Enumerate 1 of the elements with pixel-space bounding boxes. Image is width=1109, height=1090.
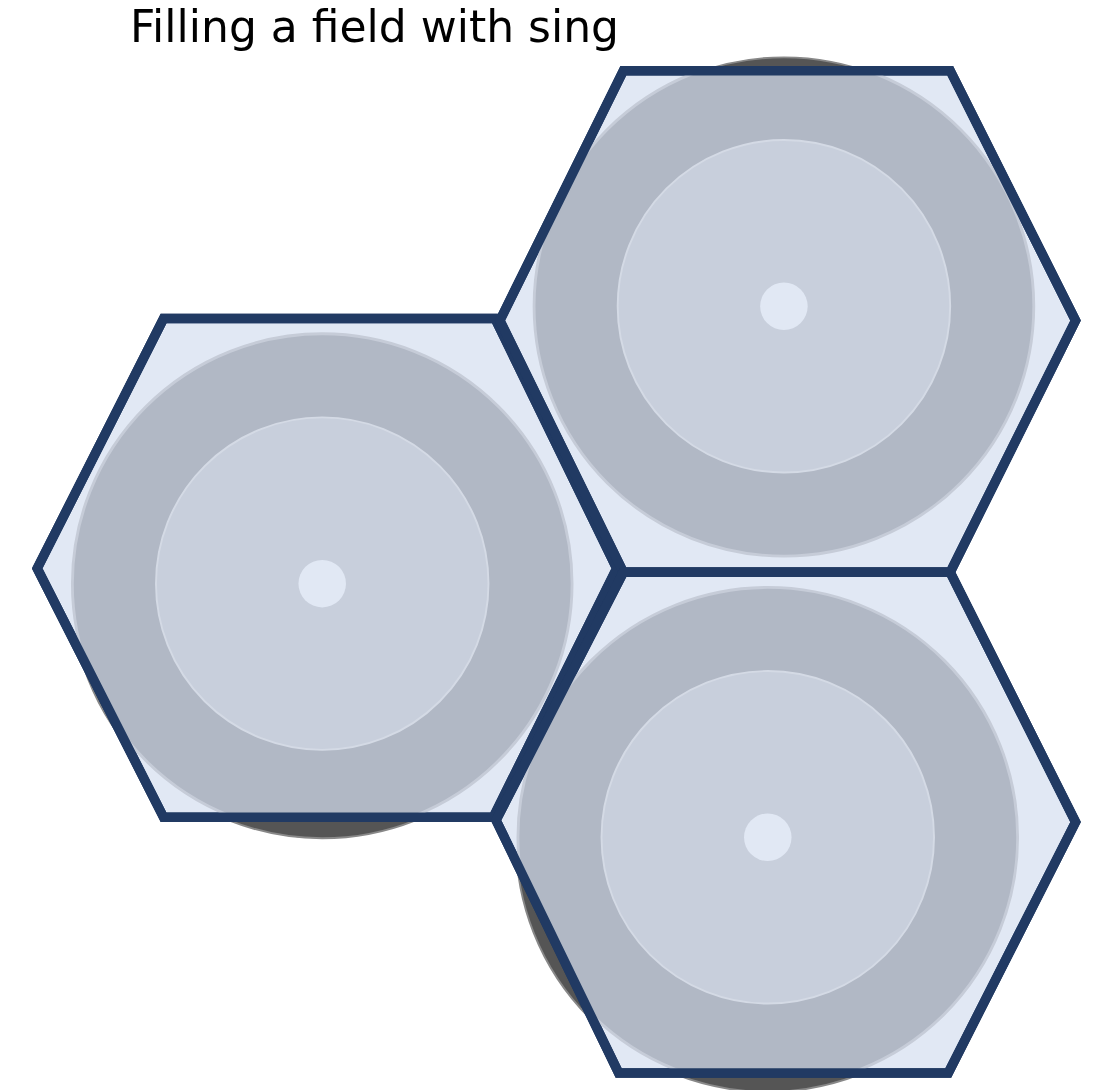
title: Filling a field with sing xyxy=(130,0,619,54)
